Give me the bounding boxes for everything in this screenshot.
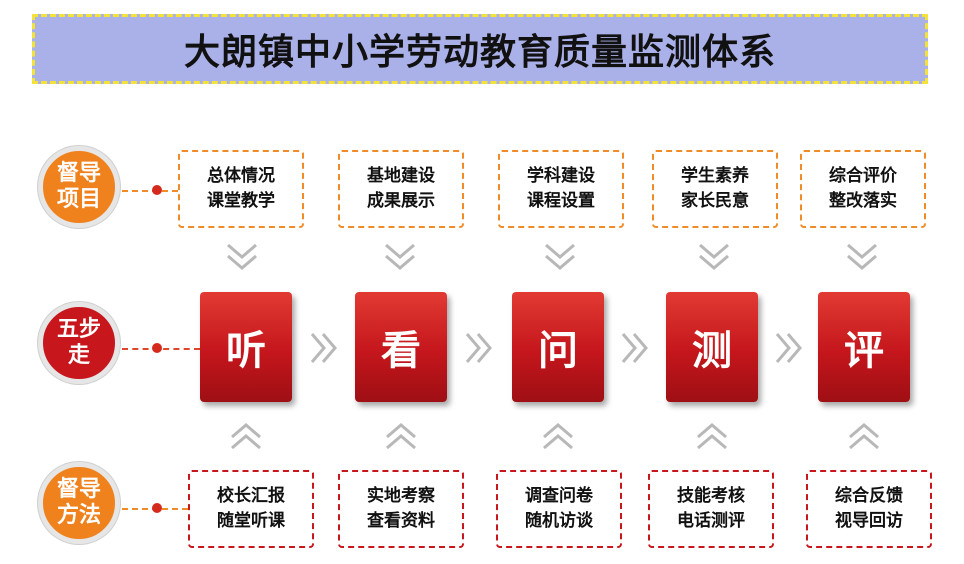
step-box-2: 看: [355, 292, 447, 402]
project-line: 课程设置: [527, 191, 595, 211]
chevron-down-icon: [847, 243, 877, 270]
step-label: 测: [692, 328, 732, 374]
step-box-4: 测: [666, 292, 758, 402]
chevron-right-icon: [465, 333, 492, 363]
chevron-up-icon: [697, 423, 727, 450]
step-label: 问: [538, 328, 578, 374]
method-line: 查看资料: [367, 511, 435, 531]
step-box-5: 评: [818, 292, 910, 402]
chevron-up-icon: [543, 423, 573, 450]
method-box-4: 技能考核 电话测评: [648, 470, 774, 548]
step-label: 看: [381, 328, 421, 374]
project-line: 家长民意: [681, 191, 749, 211]
chevron-right-icon: [310, 333, 337, 363]
title-banner: 大朗镇中小学劳动教育质量监测体系: [32, 14, 928, 84]
project-line: 学生素养: [681, 166, 749, 186]
project-box-1: 总体情况 课堂教学: [178, 150, 304, 228]
row-label-line: 督导: [56, 477, 101, 502]
project-box-3: 学科建设 课程设置: [498, 150, 624, 228]
chevron-right-icon: [775, 333, 802, 363]
method-box-3: 调查问卷 随机访谈: [496, 470, 622, 548]
method-line: 调查问卷: [525, 486, 593, 506]
row-label-line: 五步: [56, 317, 101, 342]
method-line: 综合反馈: [835, 486, 903, 506]
row-label-line: 督导: [56, 161, 101, 186]
project-line: 综合评价: [829, 166, 897, 186]
connector-top: [122, 190, 178, 192]
chevron-down-icon: [545, 243, 575, 270]
chevron-up-icon: [386, 423, 416, 450]
method-line: 电话测评: [677, 511, 745, 531]
method-line: 实地考察: [367, 486, 435, 506]
project-box-4: 学生素养 家长民意: [652, 150, 778, 228]
method-box-2: 实地考察 查看资料: [338, 470, 464, 548]
method-line: 随机访谈: [525, 511, 593, 531]
method-line: 视导回访: [835, 511, 903, 531]
project-line: 基地建设: [367, 166, 435, 186]
project-line: 总体情况: [207, 166, 275, 186]
step-box-3: 问: [512, 292, 604, 402]
row-label-supervision-methods: 督导 方法: [38, 462, 120, 544]
project-line: 整改落实: [829, 191, 897, 211]
project-box-5: 综合评价 整改落实: [800, 150, 926, 228]
connector-dot-middle: [152, 343, 162, 353]
connector-dot-top: [152, 185, 162, 195]
chevron-up-icon: [231, 423, 261, 450]
chevron-down-icon: [227, 243, 257, 270]
method-box-1: 校长汇报 随堂听课: [188, 470, 314, 548]
method-box-5: 综合反馈 视导回访: [806, 470, 932, 548]
row-label-line: 走: [67, 343, 90, 368]
connector-dot-bottom: [152, 503, 162, 513]
project-box-2: 基地建设 成果展示: [338, 150, 464, 228]
method-line: 技能考核: [677, 486, 745, 506]
step-label: 评: [844, 328, 884, 374]
row-label-five-steps: 五步 走: [38, 302, 120, 384]
step-label: 听: [226, 328, 266, 374]
row-label-line: 项目: [56, 187, 101, 212]
step-box-1: 听: [200, 292, 292, 402]
chevron-down-icon: [699, 243, 729, 270]
diagram-title: 大朗镇中小学劳动教育质量监测体系: [183, 32, 776, 73]
chevron-up-icon: [849, 423, 879, 450]
row-label-supervision-items: 督导 项目: [38, 146, 120, 228]
project-line: 课堂教学: [207, 191, 275, 211]
chevron-right-icon: [621, 333, 648, 363]
method-line: 随堂听课: [217, 511, 285, 531]
row-label-line: 方法: [56, 503, 101, 528]
project-line: 学科建设: [527, 166, 595, 186]
method-line: 校长汇报: [217, 486, 285, 506]
project-line: 成果展示: [367, 191, 435, 211]
chevron-down-icon: [385, 243, 415, 270]
